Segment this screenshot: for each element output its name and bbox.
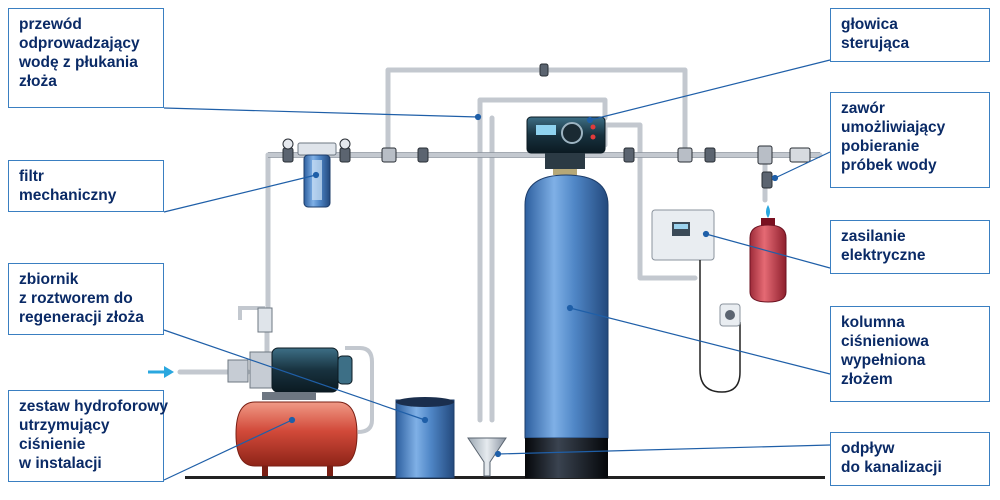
power-control-box bbox=[651, 209, 741, 393]
label-line: zasilanie bbox=[841, 228, 906, 245]
control-head bbox=[526, 116, 606, 175]
label-drain: odpływ do kanalizacji bbox=[830, 432, 990, 486]
label-line: w instalacji bbox=[19, 455, 102, 472]
brine-tank bbox=[395, 397, 455, 479]
label-line: zbiornik bbox=[19, 271, 79, 288]
drain-funnel bbox=[467, 437, 507, 477]
water-drop-icon bbox=[766, 205, 770, 218]
label-line: wodę z płukania bbox=[19, 54, 138, 71]
label-line: zawór bbox=[841, 100, 885, 117]
floor-line bbox=[185, 476, 825, 479]
label-line: umożliwiający bbox=[841, 119, 946, 136]
label-pressure-column: kolumna ciśnieniowa wypełniona złożem bbox=[830, 306, 990, 402]
label-line: złożem bbox=[841, 371, 893, 388]
label-line: do kanalizacji bbox=[841, 459, 942, 476]
label-line: filtr bbox=[19, 168, 44, 185]
valves bbox=[282, 63, 811, 189]
label-mechanical-filter: filtr mechaniczny bbox=[8, 160, 164, 212]
label-sampling-valve: zawór umożliwiający pobieranie próbek wo… bbox=[830, 92, 990, 188]
label-line: sterująca bbox=[841, 35, 910, 52]
label-brine-tank: zbiornik z roztworem do regeneracji złoż… bbox=[8, 263, 164, 335]
label-booster-set: zestaw hydroforowy utrzymujący ciśnienie… bbox=[8, 390, 168, 482]
label-line: utrzymujący bbox=[19, 417, 110, 434]
booster-set bbox=[227, 306, 374, 476]
label-power-supply: zasilanie elektryczne bbox=[830, 220, 990, 274]
label-line: kolumna bbox=[841, 314, 905, 331]
pressure-column bbox=[524, 174, 609, 478]
label-line: z roztworem do bbox=[19, 290, 133, 307]
inlet-arrow-icon bbox=[148, 366, 174, 378]
label-line: elektryczne bbox=[841, 247, 926, 264]
label-line: odprowadzający bbox=[19, 35, 140, 52]
label-line: mechaniczny bbox=[19, 187, 117, 204]
label-backwash-line: przewód odprowadzający wodę z płukania z… bbox=[8, 8, 164, 108]
label-line: odpływ bbox=[841, 440, 895, 457]
label-line: ciśnieniowa bbox=[841, 333, 929, 350]
mechanical-filter bbox=[297, 142, 337, 208]
expansion-vessel bbox=[749, 218, 787, 303]
label-line: ciśnienie bbox=[19, 436, 86, 453]
label-line: głowica bbox=[841, 16, 898, 33]
label-control-head: głowica sterująca bbox=[830, 8, 990, 62]
label-line: pobieranie bbox=[841, 138, 920, 155]
label-line: regeneracji złoża bbox=[19, 309, 144, 326]
label-line: zestaw hydroforowy bbox=[19, 398, 168, 415]
label-line: próbek wody bbox=[841, 157, 937, 174]
label-line: przewód bbox=[19, 16, 82, 33]
label-line: złoża bbox=[19, 73, 57, 90]
leader-lines bbox=[163, 59, 831, 481]
label-line: wypełniona bbox=[841, 352, 926, 369]
